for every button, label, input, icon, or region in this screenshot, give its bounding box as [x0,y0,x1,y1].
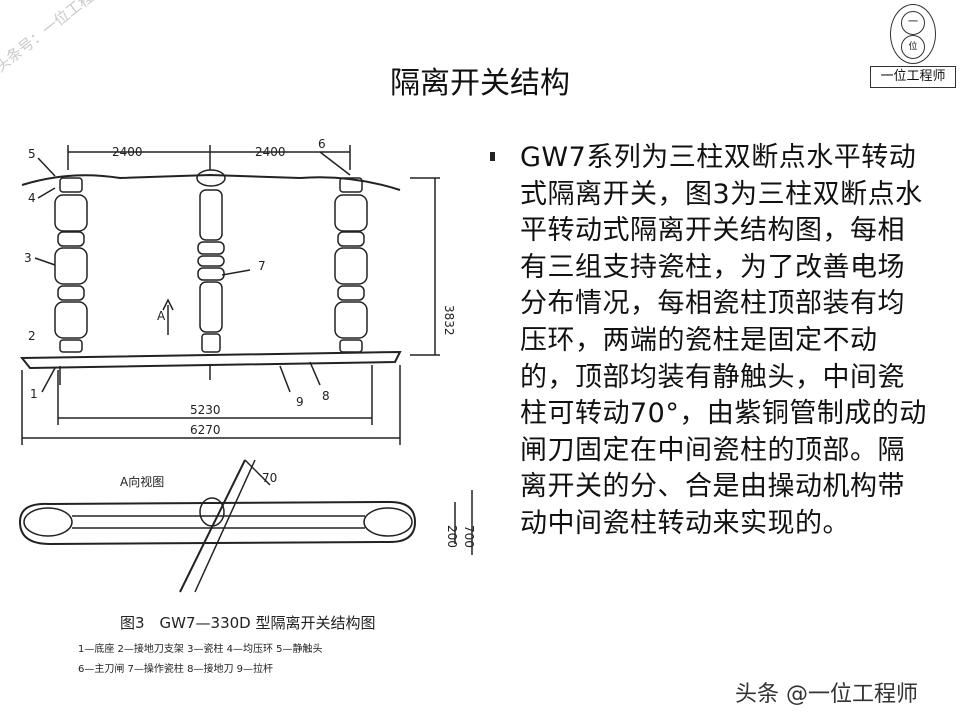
structure-drawing: 2400 2400 3832 5230 6270 200 700 70 A向视图… [18,137,476,593]
dim-label-left-span: 2400 [112,145,143,159]
dim-label-rotation: 70 [262,471,277,485]
arrow-label: A [157,309,166,323]
figure-legend-line-1: 1—底座 2—接地刀支架 3—瓷柱 4—均压环 5—静触头 [78,644,323,655]
logo-bottom-char: 位 [901,35,925,59]
dim-label-w2: 700 [462,525,476,548]
structure-figure: 2400 2400 3832 5230 6270 200 700 70 A向视图… [0,130,480,690]
figure-legend-line-2: 6—主刀闸 7—操作瓷柱 8—接地刀 9—拉杆 [78,664,273,675]
logo-top-char: 一 [901,11,925,35]
view-label: A向视图 [120,474,164,489]
description-text: GW7系列为三柱双断点水平转动式隔离开关，图3为三柱双断点水平转动式隔离开关结构… [520,142,927,539]
main-blade [21,173,401,191]
dim-label-outer-width: 6270 [190,423,221,437]
logo: 一 位 一位工程师 [870,4,956,88]
column-middle [196,169,226,353]
part-number: 2 [28,329,36,343]
base [19,350,402,370]
part-number: 4 [28,191,36,205]
logo-label: 一位工程师 [870,66,956,88]
part-number: 1 [30,387,38,401]
part-number: 3 [24,251,32,265]
logo-emblem: 一 位 [890,4,936,64]
dim-label-right-span: 2400 [255,145,286,159]
part-number: 5 [28,147,36,161]
bullet-marker [490,152,495,161]
dim-label-height: 3832 [442,305,456,336]
figure-caption: 图3 GW7—330D 型隔离开关结构图 [120,614,376,632]
part-number: 9 [296,395,304,409]
page-title: 隔离开关结构 [390,66,570,101]
part-number: 8 [322,389,330,403]
watermark-bottom: 头条 @一位工程师 [735,682,918,707]
column-left [54,177,88,353]
dim-label-inner-width: 5230 [190,403,221,417]
rotated-blade [179,459,246,593]
dim-label-w1: 200 [445,525,459,548]
plan-view-outline [18,500,417,546]
column-right [334,177,368,353]
part-number: 7 [258,259,266,273]
part-number: 6 [318,137,326,151]
